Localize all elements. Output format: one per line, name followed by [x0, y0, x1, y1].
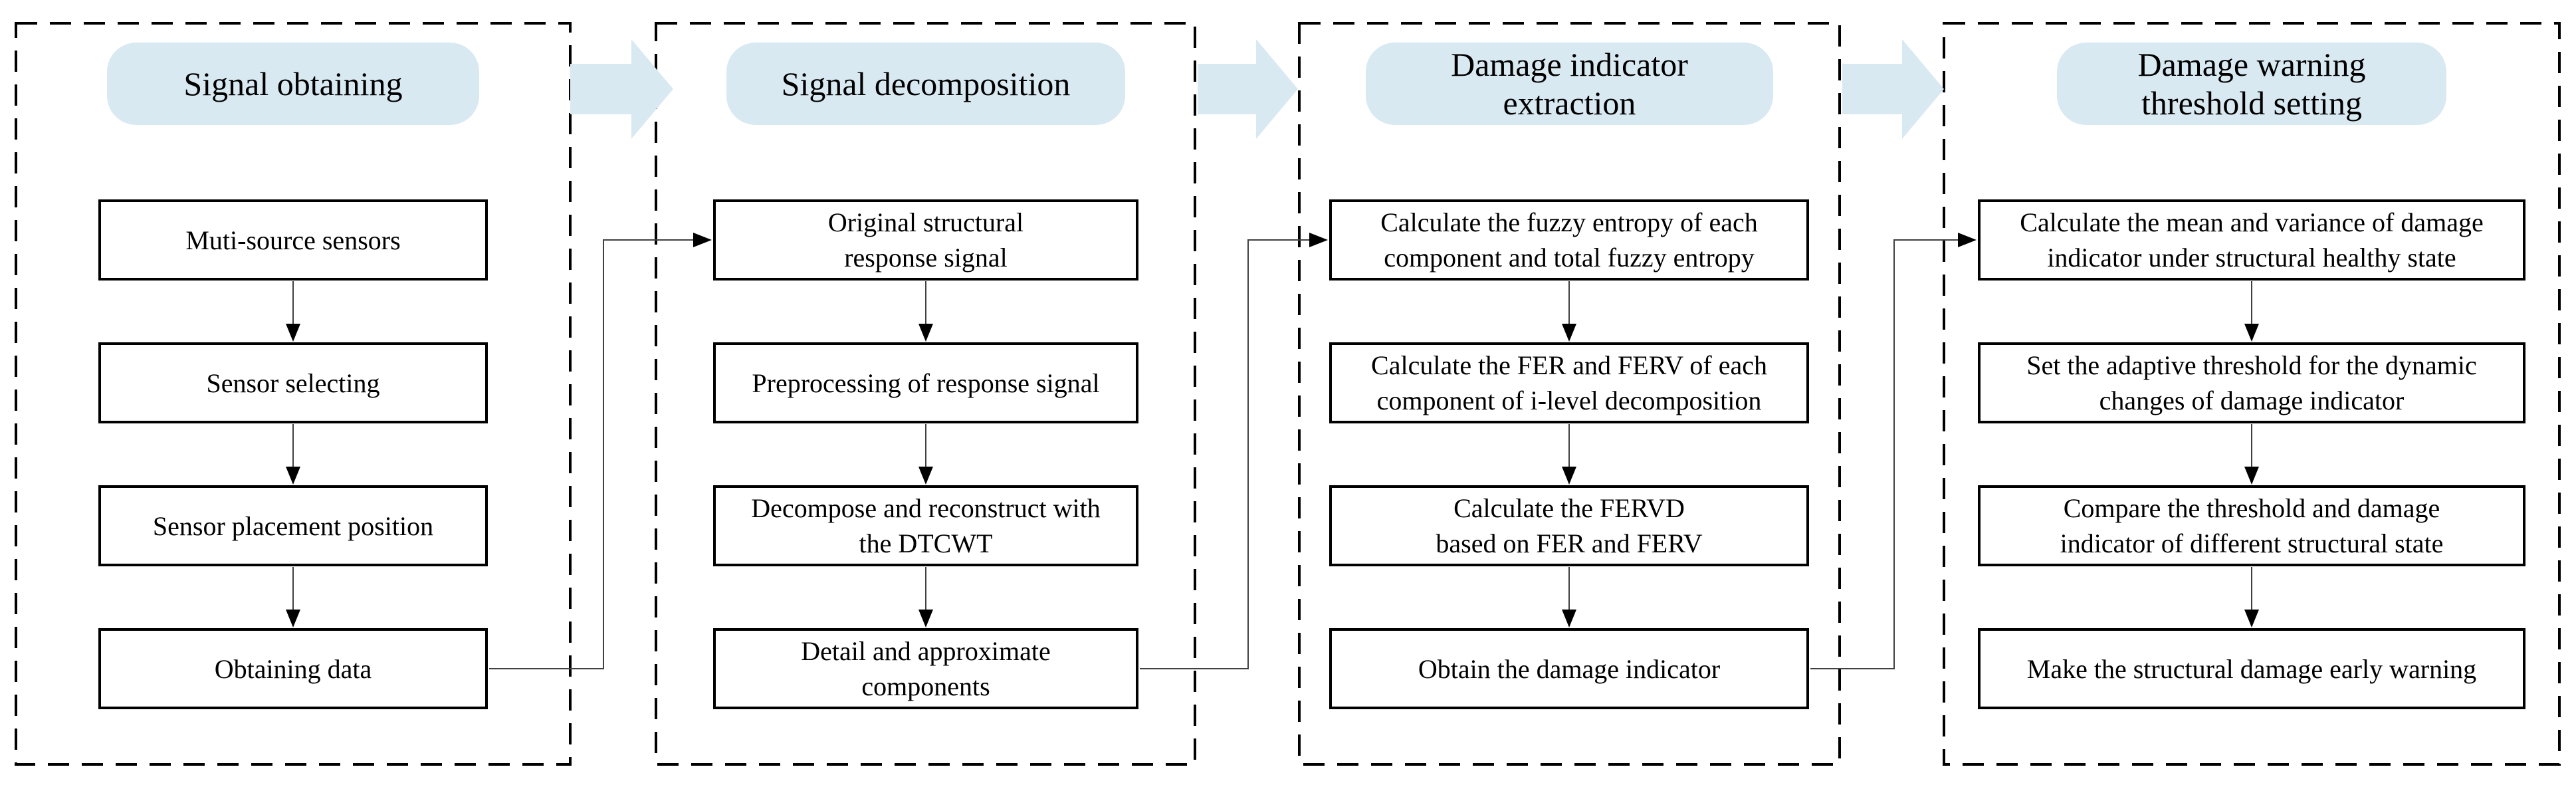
stage-panel-border-2: [655, 22, 1196, 766]
step-label: Sensor placement position: [152, 510, 434, 541]
step-box: Muti-source sensors: [98, 199, 488, 281]
stage-flow-arrow-icon-3: [1842, 39, 1944, 139]
stage-title-pill: Signal decomposition: [726, 43, 1125, 125]
stage-connectors: [489, 239, 1958, 669]
stage-connector-line-1: [489, 239, 693, 669]
stage-flow-arrow-icon-2: [1198, 39, 1298, 139]
step-arrows-stage-4: [2244, 281, 2259, 627]
stage-title-pill: Signal obtaining: [107, 43, 479, 125]
stage-connector-line-2: [1140, 239, 1309, 669]
step-box: Calculate the FERVD based on FER and FER…: [1329, 485, 1809, 566]
step-label: Decompose and reconstruct with the DTCWT: [751, 493, 1101, 558]
step-arrow-icon: [2244, 610, 2259, 627]
step-arrow-icon: [918, 610, 933, 627]
step-box: Decompose and reconstruct with the DTCWT: [713, 485, 1138, 566]
step-label: Sensor selecting: [206, 368, 380, 398]
step-box: Detail and approximate components: [713, 628, 1138, 709]
step-arrow-icon: [2244, 467, 2259, 485]
stage-connector-arrowhead-1: [693, 233, 712, 247]
step-arrow-icon: [918, 324, 933, 342]
step-label: Calculate the FERVD based on FER and FER…: [1436, 493, 1703, 558]
step-label: Set the adaptive threshold for the dynam…: [2026, 350, 2477, 415]
step-label: Calculate the FER and FERV of each compo…: [1371, 350, 1767, 415]
step-box: Compare the threshold and damage indicat…: [1978, 485, 2525, 566]
step-arrow-icon: [1562, 610, 1576, 627]
step-label: Obtain the damage indicator: [1418, 653, 1721, 684]
step-box: Calculate the fuzzy entropy of each comp…: [1329, 199, 1809, 281]
step-box: Sensor placement position: [98, 485, 488, 566]
step-box: Sensor selecting: [98, 342, 488, 423]
step-label: Calculate the fuzzy entropy of each comp…: [1380, 207, 1758, 273]
step-box: Calculate the FER and FERV of each compo…: [1329, 342, 1809, 423]
step-arrow-icon: [1562, 324, 1576, 342]
stage-title-pill: Damage warning threshold setting: [2057, 43, 2446, 125]
step-arrow-icon: [286, 467, 300, 485]
step-box: Make the structural damage early warning: [1978, 628, 2525, 709]
step-box: Calculate the mean and variance of damag…: [1978, 199, 2525, 281]
step-box: Set the adaptive threshold for the dynam…: [1978, 342, 2525, 423]
step-arrows-stage-1: [286, 281, 300, 627]
stage-panel-border-1: [15, 22, 572, 766]
step-label: Muti-source sensors: [185, 225, 401, 255]
stage-title: Damage warning threshold setting: [2137, 46, 2366, 122]
step-box: Preprocessing of response signal: [713, 342, 1138, 423]
step-label: Detail and approximate components: [801, 636, 1051, 701]
step-box: Original structural response signal: [713, 199, 1138, 281]
stage-flow-arrow-icon-1: [570, 39, 673, 139]
step-label: Original structural response signal: [827, 207, 1024, 273]
step-arrow-icon: [918, 467, 933, 485]
stage-connector-line-3: [1810, 239, 1958, 669]
stage-title: Signal obtaining: [183, 65, 403, 102]
stage-title: Damage indicator extraction: [1451, 46, 1688, 122]
step-arrow-icon: [286, 324, 300, 342]
step-box: Obtaining data: [98, 628, 488, 709]
step-arrow-icon: [1562, 467, 1576, 485]
step-label: Calculate the mean and variance of damag…: [2020, 207, 2484, 273]
stage-title: Signal decomposition: [781, 65, 1071, 102]
stage-panel-border-4: [1943, 22, 2561, 766]
step-label: Compare the threshold and damage indicat…: [2060, 493, 2444, 558]
step-label: Make the structural damage early warning: [2026, 653, 2477, 684]
step-arrows-stage-2: [918, 281, 933, 627]
step-arrows-stage-3: [1562, 281, 1576, 627]
step-arrow-icon: [286, 610, 300, 627]
step-label: Preprocessing of response signal: [752, 368, 1100, 398]
stage-connector-arrowhead-2: [1309, 233, 1328, 247]
step-box: Obtain the damage indicator: [1329, 628, 1809, 709]
stage-connector-arrowhead-3: [1958, 233, 1977, 247]
stage-title-pill: Damage indicator extraction: [1366, 43, 1773, 125]
step-label: Obtaining data: [214, 653, 372, 684]
step-arrow-icon: [2244, 324, 2259, 342]
